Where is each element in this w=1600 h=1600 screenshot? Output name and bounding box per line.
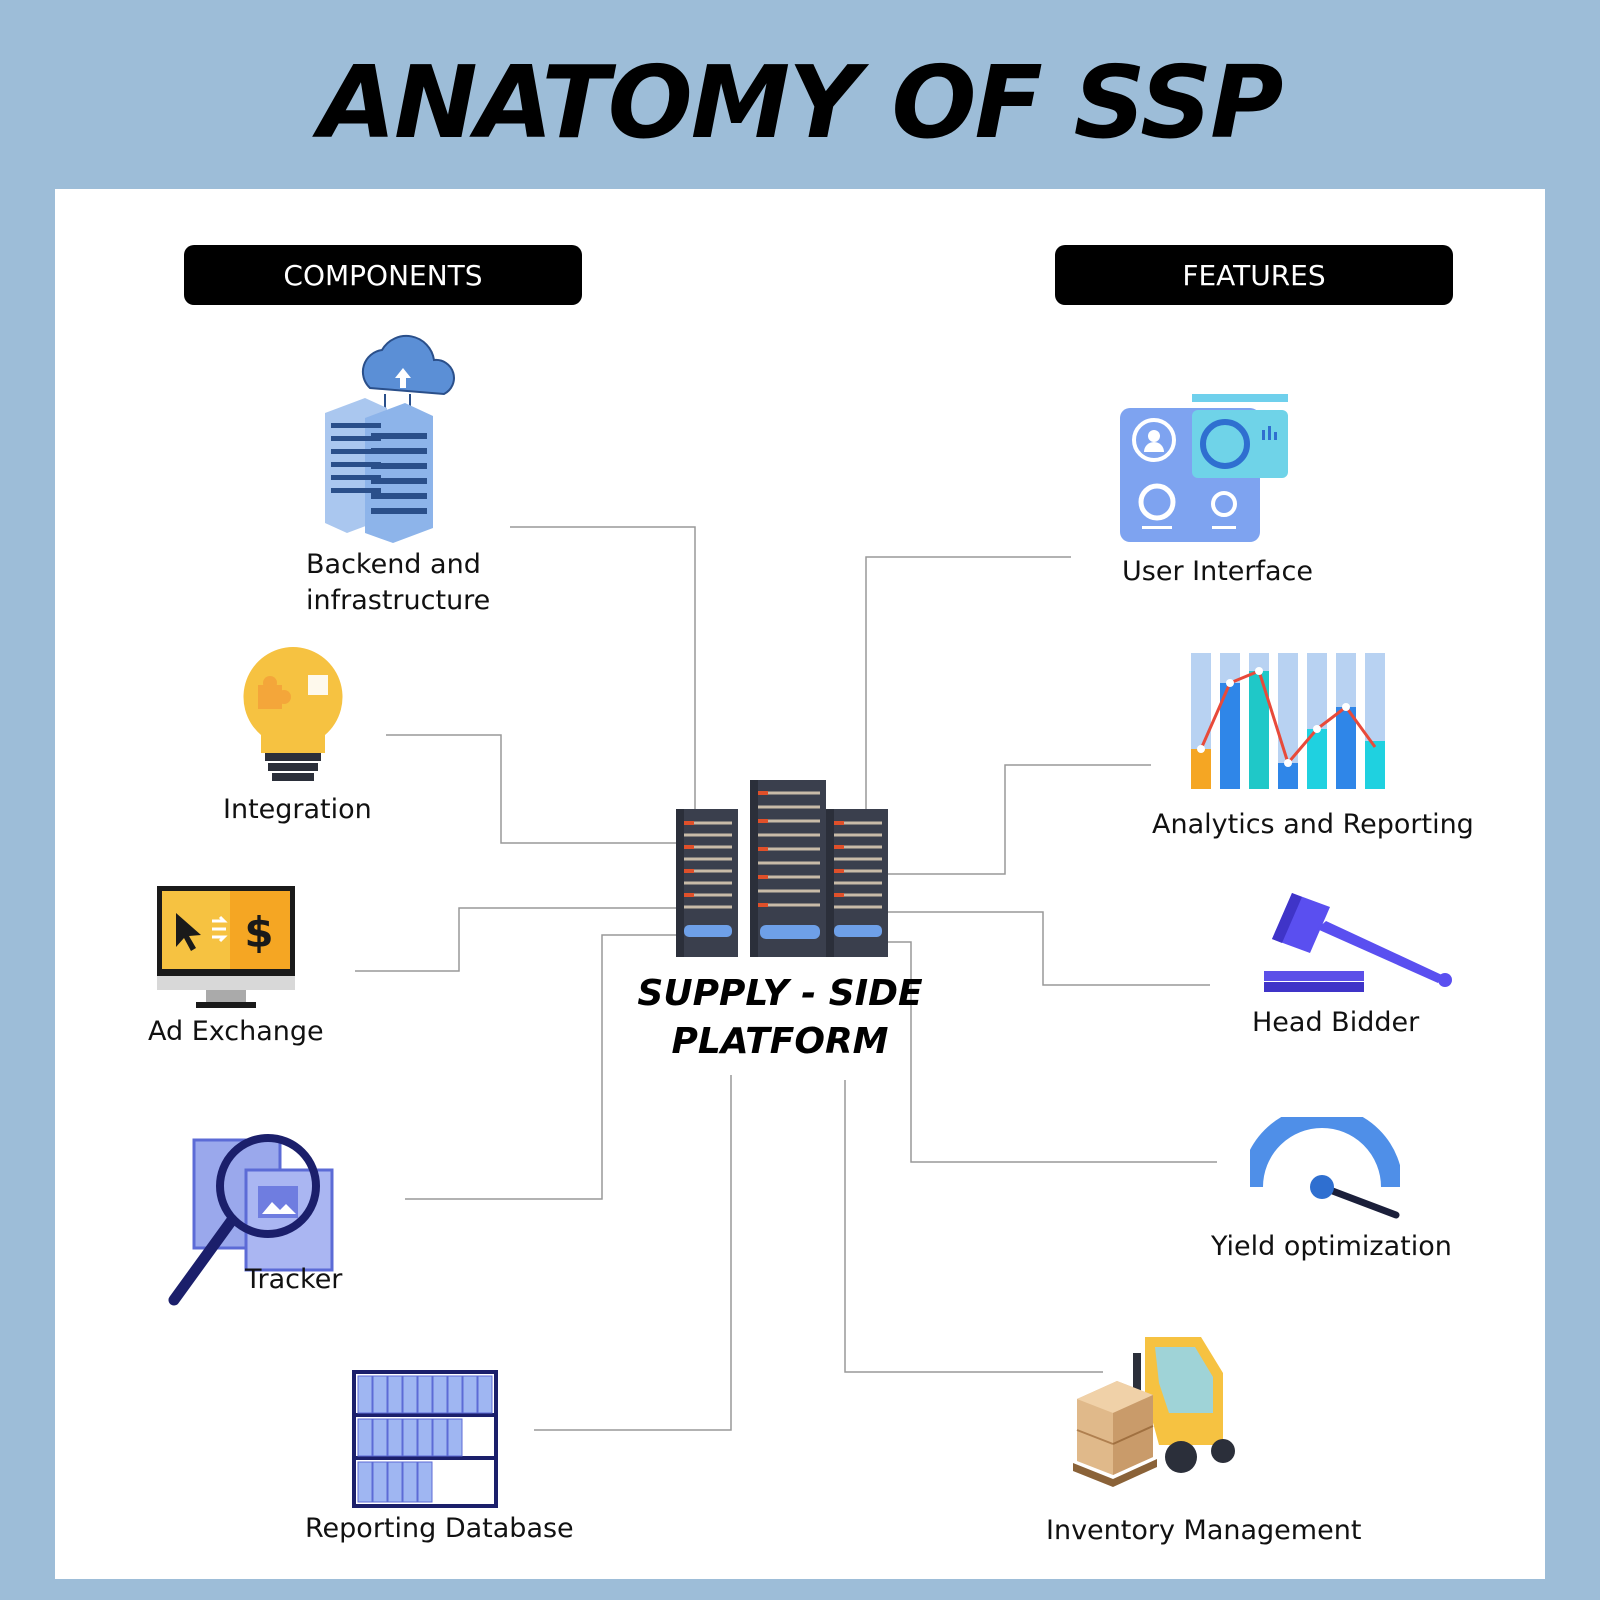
monitor-dollar-icon: $ — [157, 886, 295, 1008]
gauge-icon — [1250, 1117, 1400, 1219]
connector-inventory — [844, 1080, 1103, 1373]
svg-text:$: $ — [244, 908, 273, 957]
center-label: SUPPLY - SIDE PLATFORM — [600, 970, 960, 1066]
feature-label-yield: Yield optimization — [1211, 1231, 1452, 1262]
center-label-line2: PLATFORM — [671, 1021, 889, 1062]
component-label-reporting-db: Reporting Database — [305, 1513, 574, 1544]
shelf-database-icon — [352, 1370, 498, 1508]
feature-label-inventory: Inventory Management — [1046, 1515, 1362, 1546]
dashboard-icon — [1120, 394, 1288, 542]
magnifier-icon — [168, 1134, 334, 1306]
connector-user-interface — [865, 556, 1071, 810]
gavel-icon — [1264, 893, 1452, 992]
connector-ad-exchange — [355, 907, 677, 972]
component-label-tracker: Tracker — [245, 1264, 343, 1295]
page-title: ANATOMY OF SSP — [318, 44, 1284, 161]
component-label-backend: Backend and infrastructure — [306, 549, 491, 616]
connector-yield — [888, 941, 1217, 1163]
connector-backend — [510, 526, 696, 810]
puzzle-lightbulb-icon — [243, 647, 343, 781]
features-header: FEATURES — [1055, 245, 1453, 305]
component-label-integration: Integration — [223, 794, 372, 825]
connector-analytics — [888, 764, 1151, 875]
connector-tracker — [405, 934, 677, 1200]
components-header: COMPONENTS — [184, 245, 582, 305]
connector-reporting-db — [534, 1075, 732, 1431]
feature-label-head-bidder: Head Bidder — [1252, 1007, 1420, 1038]
feature-label-analytics: Analytics and Reporting — [1152, 809, 1474, 840]
connector-integration — [386, 734, 677, 844]
component-label-ad-exchange: Ad Exchange — [148, 1016, 324, 1047]
bar-chart-icon — [1191, 653, 1385, 789]
feature-label-user-interface: User Interface — [1122, 556, 1314, 587]
center-label-line1: SUPPLY - SIDE — [637, 973, 923, 1014]
forklift-icon — [1073, 1337, 1235, 1487]
server-cloud-icon — [325, 334, 455, 543]
server-rack-icon — [676, 780, 888, 957]
connector-head-bidder — [888, 911, 1210, 986]
